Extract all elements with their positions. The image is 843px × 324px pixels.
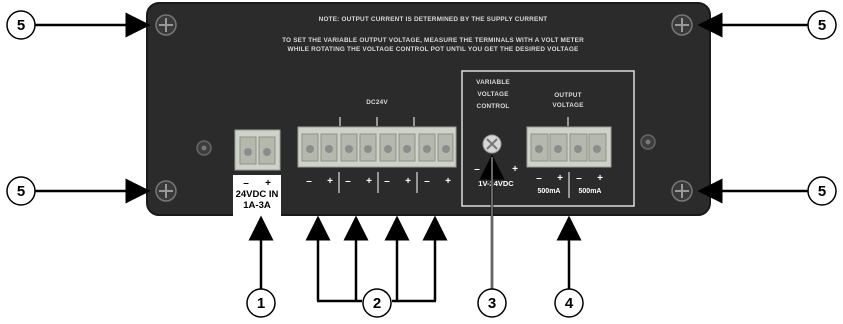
callout-3: 3 (477, 154, 507, 318)
variable-control-line2: VOLTAGE (477, 91, 509, 98)
note-line-1: NOTE: OUTPUT CURRENT IS DETERMINED BY TH… (319, 16, 548, 23)
corner-screw-bottom-right (671, 180, 693, 202)
out2-plus: + (597, 173, 603, 184)
input-label-box (233, 175, 281, 216)
callout-5-bottom-left: 5 (6, 176, 151, 206)
callout-2 (305, 215, 448, 303)
output-voltage-line1: OUTPUT (554, 92, 581, 99)
callout-5-top-left-number: 5 (17, 17, 25, 34)
output-current-2: 500mA (579, 188, 602, 195)
dc24v-pin7-minus: – (424, 176, 430, 187)
dc24v-pin3-minus: – (345, 176, 351, 187)
input-terminal-block (234, 129, 281, 171)
dc24v-tick-marks (339, 117, 415, 126)
callout-5-top-right-number: 5 (818, 17, 826, 34)
callout-3-number: 3 (488, 295, 496, 312)
callout-5-top-left: 5 (6, 10, 151, 40)
callout-2-number: 2 (373, 295, 381, 312)
out1-plus: + (557, 173, 563, 184)
note-line-3: WHILE ROTATING THE VOLTAGE CONTROL POT U… (288, 46, 580, 53)
corner-screw-top-right (671, 14, 693, 36)
input-label-line1: 24VDC IN (236, 189, 279, 200)
dc24v-polarity-labels: – + – + – + – + (306, 176, 451, 187)
corner-screw-bottom-left (155, 180, 177, 202)
output-current-1: 500mA (538, 188, 561, 195)
corner-screw-top-left (155, 14, 177, 36)
dc24v-pin2-plus: + (327, 176, 333, 187)
dc24v-terminal-block (297, 126, 457, 168)
pot-minus: – (474, 164, 480, 175)
dc24v-pin8-plus: + (445, 176, 451, 187)
out1-minus: – (536, 173, 542, 184)
callout-4-number: 4 (565, 295, 574, 312)
mount-screw-right (640, 134, 656, 150)
dc24v-pin4-plus: + (366, 176, 372, 187)
input-label-line2: 1A-3A (243, 200, 271, 211)
callout-5-bottom-right: 5 (697, 176, 837, 206)
dc24v-pin6-plus: + (405, 176, 411, 187)
voltage-pot-knob (482, 134, 502, 154)
dc24v-pin5-minus: – (384, 176, 390, 187)
dc24v-separators (338, 172, 418, 193)
callout-1-number: 1 (257, 295, 265, 312)
note-line-2: TO SET THE VARIABLE OUTPUT VOLTAGE, MEAS… (282, 37, 584, 44)
pot-plus: + (512, 164, 518, 175)
out2-minus: – (576, 173, 582, 184)
input-minus: – (243, 178, 249, 189)
output-voltage-line2: VOLTAGE (552, 102, 584, 109)
callout-5-bottom-right-number: 5 (818, 183, 826, 200)
callout-5-bottom-left-number: 5 (17, 183, 25, 200)
callout-2-circle (362, 288, 392, 318)
callout-1: 1 (246, 215, 276, 318)
mount-screw-left (196, 140, 212, 156)
output-terminal-block (526, 126, 612, 168)
dc24v-pin1-minus: – (306, 176, 312, 187)
dc24v-label: DC24V (366, 99, 388, 106)
callout-5-top-right: 5 (697, 10, 837, 40)
callout-4: 4 (554, 215, 584, 318)
variable-output-frame (461, 70, 635, 207)
pot-range-label: 1V-24VDC (478, 179, 514, 188)
variable-control-line1: VARIABLE (476, 79, 510, 86)
input-plus: + (265, 178, 271, 189)
variable-control-line3: CONTROL (477, 103, 510, 110)
